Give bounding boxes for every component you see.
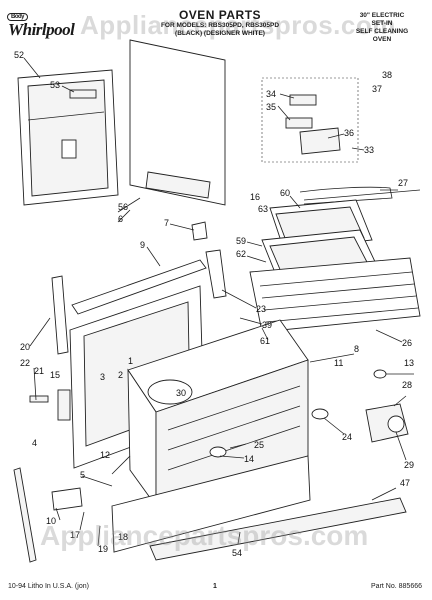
callout-6: 6 xyxy=(118,214,123,224)
callout-37: 37 xyxy=(372,84,382,94)
model-line-1: FOR MODELS: RBS305PD, RBS305PD xyxy=(160,22,280,29)
brand-mark: Body xyxy=(7,13,28,21)
callout-26: 26 xyxy=(402,338,412,348)
title-block: OVEN PARTS FOR MODELS: RBS305PD, RBS305P… xyxy=(120,8,320,38)
callout-17: 17 xyxy=(70,530,80,540)
left-trim xyxy=(13,275,83,563)
callout-7: 7 xyxy=(164,218,169,228)
callout-4: 4 xyxy=(32,438,37,448)
watermark-top: Appliancepartspros.com xyxy=(80,10,396,40)
callout-53: 53 xyxy=(50,80,60,90)
back-panel xyxy=(17,69,119,206)
callout-39: 39 xyxy=(262,320,272,330)
callout-63: 63 xyxy=(258,204,268,214)
spec-line-3: SELF CLEANING xyxy=(355,28,409,35)
callout-52: 52 xyxy=(14,50,24,60)
spec-line-4: OVEN xyxy=(372,36,392,43)
callout-14: 14 xyxy=(244,454,254,464)
callout-23: 23 xyxy=(256,304,266,314)
callout-35: 35 xyxy=(266,102,276,112)
model-line-2: (BLACK) (DESIGNER WHITE) xyxy=(175,30,265,37)
callout-2: 2 xyxy=(118,370,123,380)
vent-tube xyxy=(205,249,227,299)
callout-61: 61 xyxy=(260,336,270,346)
callout-47: 47 xyxy=(400,478,410,488)
callout-3: 3 xyxy=(100,372,105,382)
control-box xyxy=(261,77,359,163)
callout-16: 16 xyxy=(250,192,260,202)
terminal-block xyxy=(69,89,97,99)
latch-assembly xyxy=(29,389,71,421)
callout-59: 59 xyxy=(236,236,246,246)
bake-element xyxy=(299,186,421,205)
callout-9: 9 xyxy=(140,240,145,250)
callout-8: 8 xyxy=(354,344,359,354)
callout-18: 18 xyxy=(118,532,128,542)
callout-24: 24 xyxy=(342,432,352,442)
callout-62: 62 xyxy=(236,249,246,259)
leader-lines xyxy=(23,57,414,547)
callout-19: 19 xyxy=(98,544,108,554)
footer-page-number: 1 xyxy=(213,583,217,590)
callout-54: 54 xyxy=(232,548,242,558)
callout-15: 15 xyxy=(50,370,60,380)
callout-labels: 52 53 34 35 36 37 38 33 27 60 16 63 56 6… xyxy=(14,50,414,558)
callout-1: 1 xyxy=(128,356,133,366)
callout-34: 34 xyxy=(266,89,276,99)
callout-30: 30 xyxy=(176,388,186,398)
oven-cavity xyxy=(127,319,309,508)
spec-line-1: 30" ELECTRIC xyxy=(359,12,405,19)
callout-25: 25 xyxy=(254,440,264,450)
side-panel xyxy=(129,39,226,241)
footer-litho: 10-94 Litho In U.S.A. (jon) xyxy=(8,583,89,590)
callout-13: 13 xyxy=(404,358,414,368)
callout-29: 29 xyxy=(404,460,414,470)
callout-36: 36 xyxy=(344,128,354,138)
callout-5: 5 xyxy=(80,470,85,480)
lower-panel xyxy=(111,455,407,561)
callout-28: 28 xyxy=(402,380,412,390)
callout-11: 11 xyxy=(334,358,343,368)
watermark-bottom: Appliancepartspros.com xyxy=(40,520,369,551)
diagram-title: OVEN PARTS xyxy=(178,8,262,22)
callout-21: 21 xyxy=(34,366,44,376)
right-components xyxy=(311,369,409,443)
oven-rack xyxy=(249,257,421,333)
spec-block: 30" ELECTRIC SET-IN SELF CLEANING OVEN xyxy=(340,12,424,44)
callout-27: 27 xyxy=(398,178,408,188)
callout-60: 60 xyxy=(280,188,290,198)
brand-logo: Body Whirlpool xyxy=(7,13,75,40)
spec-line-2: SET-IN xyxy=(371,20,393,27)
callout-22: 22 xyxy=(20,358,30,368)
callout-38: 38 xyxy=(382,70,392,80)
callout-20: 20 xyxy=(20,342,30,352)
callout-33: 33 xyxy=(364,145,374,155)
callout-12: 12 xyxy=(100,450,110,460)
callout-56: 56 xyxy=(118,202,128,212)
footer-part-number: Part No. 885666 xyxy=(371,583,422,590)
callout-10: 10 xyxy=(46,516,56,526)
brand-name: Whirlpool xyxy=(8,20,75,39)
